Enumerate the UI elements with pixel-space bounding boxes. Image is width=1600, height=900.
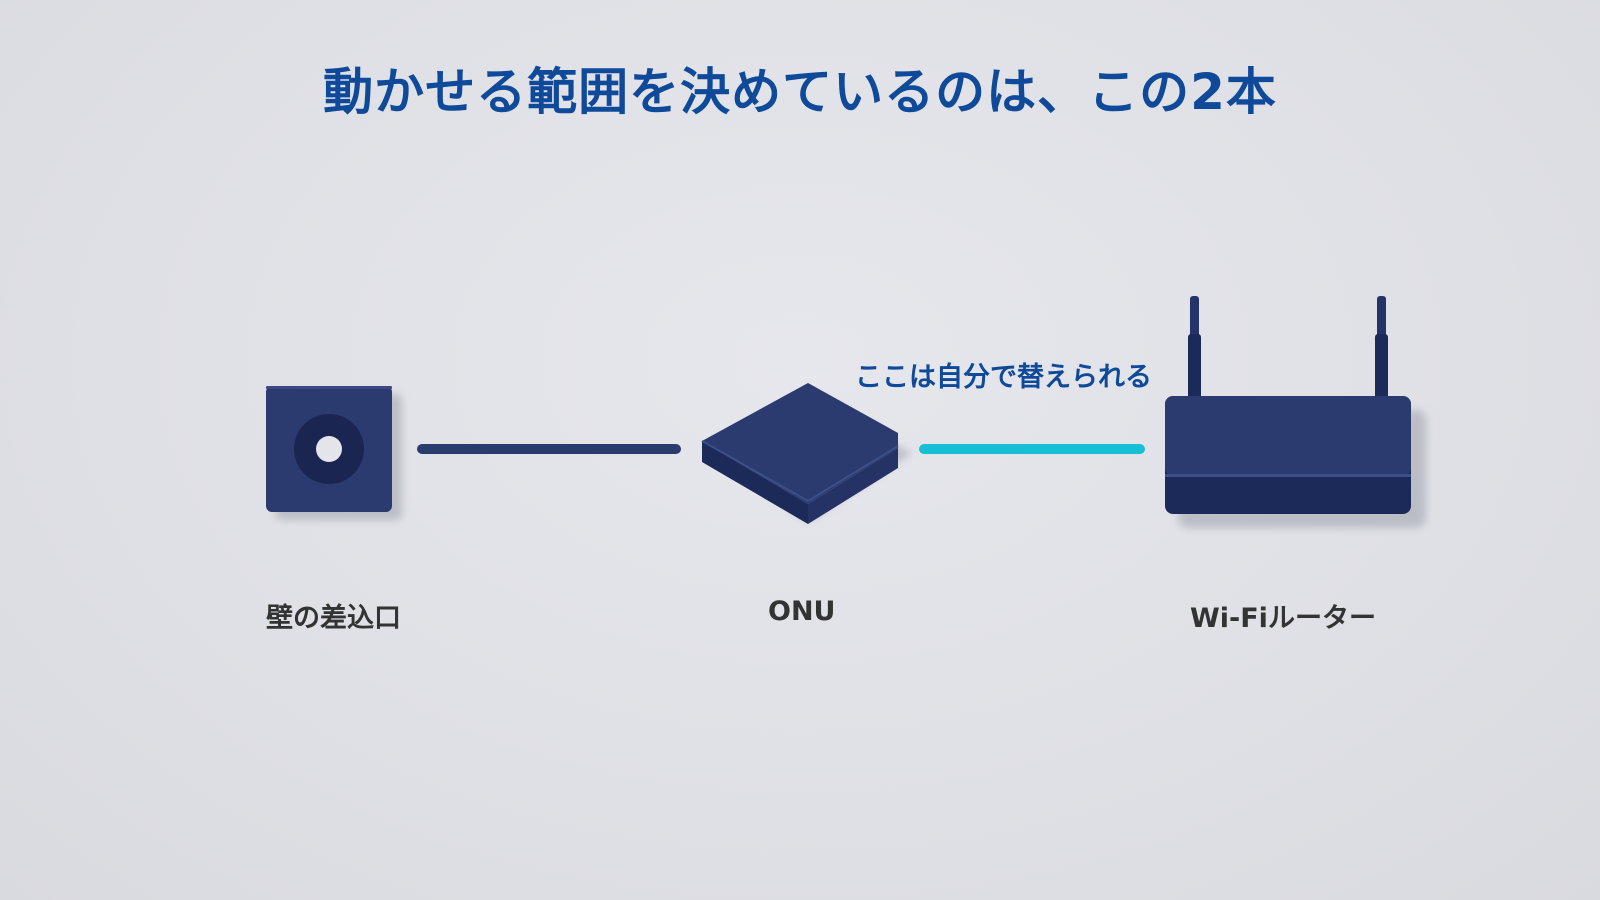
wall-outlet-label: 壁の差込口	[266, 603, 401, 634]
wall-socket-icon	[266, 386, 402, 520]
onu-device-icon	[701, 383, 912, 524]
router-label: Wi-Fiルーター	[1190, 603, 1376, 634]
cable-note: ここは自分で替えられる	[855, 362, 1152, 393]
wifi-router-icon	[1165, 296, 1426, 528]
page-title: 動かせる範囲を決めているのは、この2本	[323, 63, 1277, 121]
onu-label: ONU	[768, 596, 836, 627]
